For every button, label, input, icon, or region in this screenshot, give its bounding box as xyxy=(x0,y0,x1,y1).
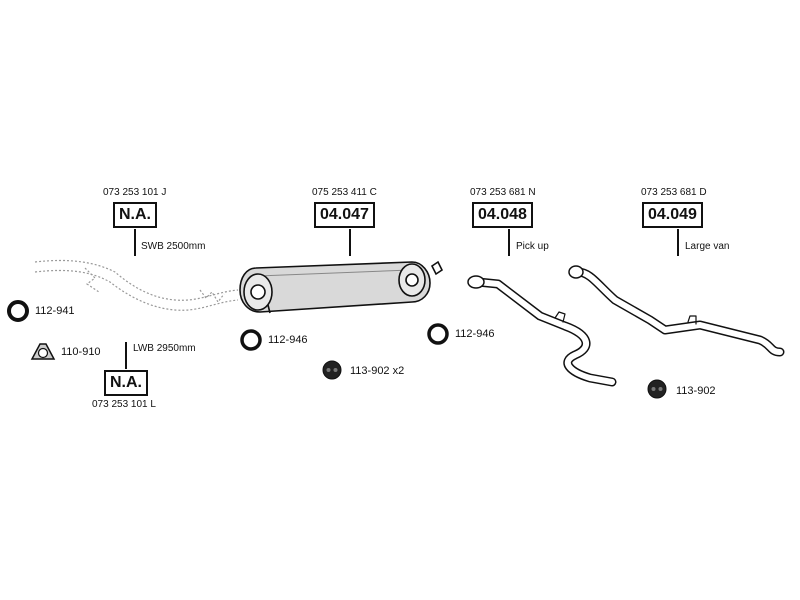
note-swb: SWB 2500mm xyxy=(141,241,206,252)
oem-number-04047: 075 253 411 C xyxy=(312,187,377,198)
fitting-code: 113-902 x2 xyxy=(350,365,405,377)
reference-box-lwb: N.A. xyxy=(104,370,148,396)
leader-line-04047 xyxy=(349,229,351,256)
fitting-code: 112-946 xyxy=(455,328,495,340)
tail-pipe-pick-up-drawing xyxy=(467,275,617,387)
note-pick-up: Pick up xyxy=(516,241,549,252)
leader-line-swb xyxy=(134,229,136,256)
fitting-code: 112-941 xyxy=(35,305,75,317)
leader-line-lwb xyxy=(125,342,127,369)
fitting-code: 113-902 xyxy=(676,385,716,397)
oem-number-04049: 073 253 681 D xyxy=(641,187,707,198)
middle-silencer-drawing xyxy=(239,260,444,314)
reference-box-04049: 04.049 xyxy=(642,202,703,228)
ring-clamp-icon xyxy=(240,329,262,351)
rubber-hanger-icon xyxy=(322,360,342,380)
ring-clamp-icon xyxy=(7,300,29,322)
reference-box-swb: N.A. xyxy=(113,202,157,228)
reference-box-04047: 04.047 xyxy=(314,202,375,228)
oem-number-04048: 073 253 681 N xyxy=(470,187,536,198)
fitting-code: 112-946 xyxy=(268,334,308,346)
tail-pipe-large-van-drawing xyxy=(568,265,785,357)
oem-number-swb: 073 253 101 J xyxy=(103,187,167,198)
fitting-code: 110-910 xyxy=(61,346,101,358)
oem-number-lwb: 073 253 101 L xyxy=(92,399,156,410)
reference-box-04048: 04.048 xyxy=(472,202,533,228)
leader-line-04049 xyxy=(677,229,679,256)
leader-line-04048 xyxy=(508,229,510,256)
note-large-van: Large van xyxy=(685,241,730,252)
note-lwb: LWB 2950mm xyxy=(133,343,196,354)
front-pipe-not-available-drawing xyxy=(34,259,239,311)
gasket-icon xyxy=(30,343,56,360)
ring-clamp-icon xyxy=(427,323,449,345)
rubber-hanger-icon xyxy=(647,379,667,399)
